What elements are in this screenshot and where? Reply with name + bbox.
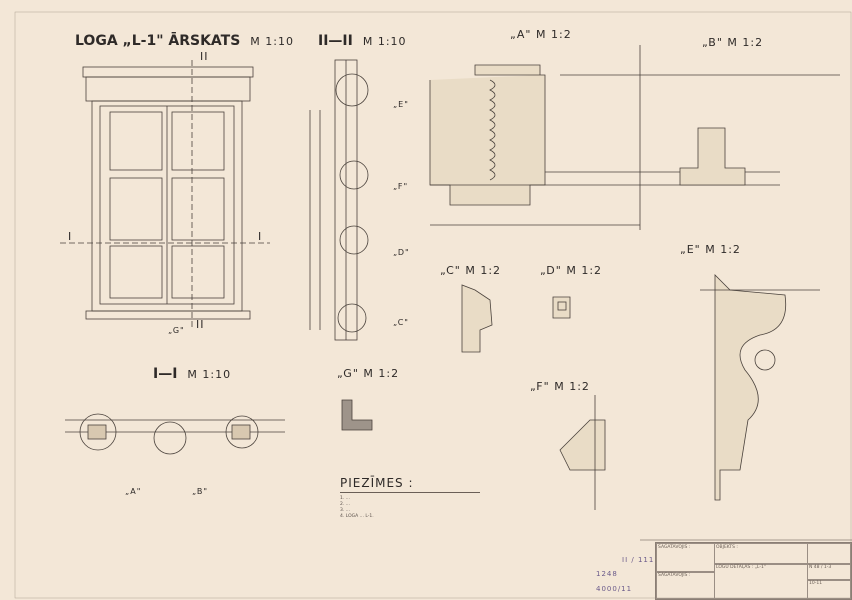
detail-scale: M 1:2 — [554, 380, 590, 393]
detail-title: „B" — [702, 36, 723, 49]
section-mark: II — [200, 50, 209, 63]
notes-body: 1. ... 2. ... 3. ... 4. LOGA ... L-1. — [340, 492, 480, 520]
callout-A: „A" — [125, 487, 142, 496]
detail-scale: M 1:2 — [727, 36, 764, 49]
notes: PIEZĪMES : 1. ... 2. ... 3. ... 4. LOGA … — [340, 476, 480, 520]
detail-A-title: „A" M 1:2 — [510, 28, 572, 41]
elevation-scale: M 1:10 — [250, 35, 294, 48]
detail-B-title: „B" M 1:2 — [702, 36, 763, 49]
section-mark: I — [258, 230, 263, 243]
detail-title: „F" — [530, 380, 550, 393]
code-cell: N 48 / 1-3 — [807, 563, 851, 581]
detail-F-title: „F" M 1:2 — [530, 380, 590, 393]
detail-B — [560, 45, 840, 230]
section-mark: I — [68, 230, 73, 243]
detail-A — [429, 64, 780, 226]
note-line: 4. LOGA ... L-1. — [340, 514, 374, 519]
callout-D: „D" — [393, 248, 410, 257]
elevation-title: LOGA „L-1" ĀRSKATS — [75, 33, 241, 49]
section-I-scale: M 1:10 — [187, 368, 232, 381]
detail-C-title: „C" M 1:2 — [440, 264, 501, 277]
detail-scale: M 1:2 — [705, 243, 741, 256]
detail-scale: M 1:2 — [536, 28, 572, 41]
detail-C — [461, 284, 493, 353]
handwritten-number: II / 111 — [622, 556, 655, 564]
section-II-title: II—II — [318, 33, 353, 49]
detail-G-title: „G" M 1:2 — [337, 367, 399, 380]
sheet-border — [14, 11, 852, 599]
detail-F — [559, 395, 606, 510]
detail-D-title: „D" M 1:2 — [540, 264, 602, 277]
section-mark: II — [196, 318, 205, 331]
callout-E: „E" — [393, 100, 409, 109]
detail-title: „C" — [440, 264, 461, 277]
detail-scale: M 1:2 — [566, 264, 603, 277]
section-I-title: I—I — [153, 366, 178, 382]
section-II-heading: II—II M 1:10 — [318, 33, 407, 49]
callout-B: „B" — [192, 487, 209, 496]
notes-title: PIEZĪMES : — [340, 476, 414, 490]
section-II-II — [309, 59, 369, 341]
section-I-heading: I—I M 1:10 — [153, 366, 231, 382]
section-II-scale: M 1:10 — [362, 35, 407, 48]
drawing-label: LOGU DETAĻAS : — [716, 565, 754, 570]
handwritten-number: 4000/11 — [596, 585, 633, 593]
stamp-cell — [807, 543, 851, 565]
detail-E — [700, 274, 820, 501]
note-line: 2. ... — [340, 502, 351, 507]
sheet-no-cell: 10-11 — [807, 579, 851, 599]
detail-E-title: „E" M 1:2 — [680, 243, 741, 256]
detail-scale: M 1:2 — [363, 367, 400, 380]
elevation-heading: LOGA „L-1" ĀRSKATS M 1:10 — [75, 33, 294, 49]
drawing-cell: LOGU DETAĻAS : „L-1" — [714, 563, 808, 599]
detail-title: „G" — [337, 367, 359, 380]
object-cell: OBJEKTS : — [714, 543, 808, 565]
handwritten-number: 1248 — [596, 570, 618, 578]
callout-G: „G" — [168, 326, 185, 335]
detail-D — [552, 296, 571, 319]
sheet-label: „L-1" — [754, 565, 766, 570]
detail-title: „D" — [540, 264, 562, 277]
detail-scale: M 1:2 — [465, 264, 502, 277]
note-line: 1. ... — [340, 496, 351, 501]
callout-C: „C" — [393, 318, 409, 327]
section-I-I — [65, 413, 285, 455]
callout-F: „F" — [393, 182, 409, 191]
prepared-cell: SAGATAVOJIS : — [656, 543, 715, 573]
title-block: SAGATAVOJIS : SAGATAVOJIS : OBJEKTS : LO… — [655, 542, 852, 600]
detail-title: „E" — [680, 243, 701, 256]
note-line: 3. ... — [340, 508, 351, 513]
checked-cell: SAGATAVOJIS : — [656, 571, 715, 599]
detail-G — [341, 399, 373, 431]
window-elevation — [60, 60, 270, 330]
detail-title: „A" — [510, 28, 532, 41]
